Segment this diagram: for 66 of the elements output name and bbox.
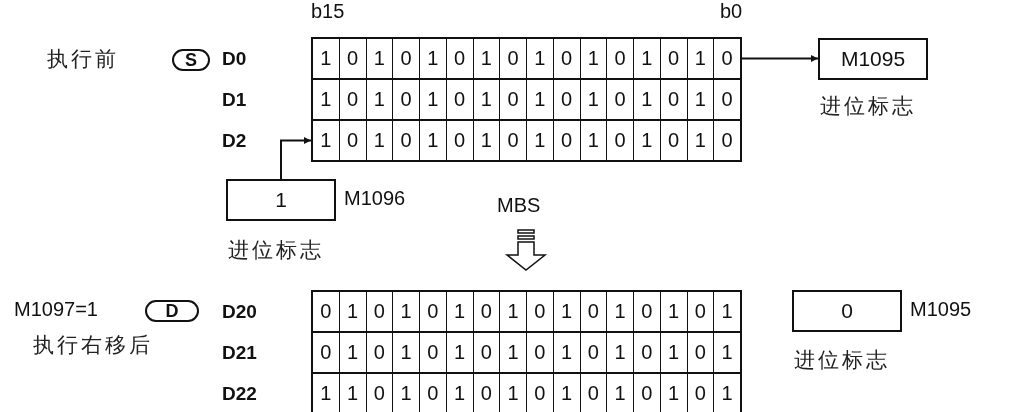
bit-cell: 0: [473, 374, 501, 412]
bit-cell: 1: [553, 374, 581, 412]
caption-text: 进位标志: [228, 237, 324, 264]
bit-cell-text: 0: [720, 87, 734, 112]
arrow: [280, 137, 312, 180]
operand-badge: D: [145, 300, 199, 322]
bit-register-row: [311, 372, 742, 412]
caption-text: 执行前: [47, 46, 119, 73]
bit-label: b0: [720, 0, 743, 23]
bit-cell: 0: [660, 121, 688, 160]
bit-cell: 0: [393, 121, 420, 160]
arrow: [741, 55, 819, 62]
bit-register-row: [311, 290, 742, 333]
bit-cell-text: 1: [720, 381, 734, 406]
bit-cell: 0: [607, 121, 634, 160]
device-label: M1096: [344, 187, 406, 210]
bit-cell-text: 0: [720, 128, 734, 153]
bit-register-row: [311, 78, 742, 121]
bit-cell: 0: [580, 374, 608, 412]
bit-register-row: [311, 119, 742, 162]
register-label: D2: [222, 130, 247, 152]
bit-cell: 0: [446, 121, 474, 160]
bit-cell: 1: [527, 121, 554, 160]
bit-cell: 1: [500, 374, 527, 412]
bit-cell: 1: [634, 121, 661, 160]
bit-cell: 1: [660, 374, 688, 412]
bit-cell: 1: [366, 121, 394, 160]
operand-badge: S: [172, 49, 210, 71]
bit-register-row: [311, 37, 742, 80]
bit-cell: 1: [393, 374, 420, 412]
bit-cell: 1: [313, 121, 340, 160]
bit-cell: 1: [473, 121, 501, 160]
bit-cell: 0: [553, 121, 581, 160]
register-label: D0: [222, 48, 247, 70]
flag-box: 1: [226, 179, 336, 221]
bit-cell: 0: [420, 374, 447, 412]
bit-cell: 1: [446, 374, 474, 412]
register-label: D22: [222, 383, 257, 405]
register-label: D20: [222, 301, 257, 323]
register-label: D1: [222, 89, 247, 111]
bit-cell: 1: [607, 374, 634, 412]
bit-cell: 1: [339, 374, 367, 412]
bit-cell: 1: [420, 121, 447, 160]
bit-cell: 1: [687, 121, 715, 160]
register-label: D21: [222, 342, 257, 364]
caption-text: 执行右移后: [33, 332, 153, 359]
instruction-label: MBS: [497, 194, 541, 217]
bit-cell: 0: [500, 121, 527, 160]
bit-label: b15: [311, 0, 345, 23]
bit-cell: 0: [634, 374, 661, 412]
bit-cell: 0: [366, 374, 394, 412]
bit-cell: 0: [687, 374, 715, 412]
flag-box: M1095: [818, 38, 928, 80]
bit-cell-text: 1: [720, 340, 734, 365]
bit-cell-text: 0: [720, 46, 734, 71]
bit-cell-text: 1: [720, 299, 734, 324]
bit-register-row: [311, 331, 742, 374]
bit-cell: 0: [339, 121, 367, 160]
caption-text: 进位标志: [820, 93, 916, 120]
caption-text: 进位标志: [794, 347, 890, 374]
bit-cell: 1: [313, 374, 340, 412]
flag-box: 0: [792, 290, 902, 332]
bit-cell: 0: [527, 374, 554, 412]
bit-cell: 1: [580, 121, 608, 160]
device-label: M1095: [910, 298, 972, 321]
device-label: M1097=1: [14, 298, 98, 321]
